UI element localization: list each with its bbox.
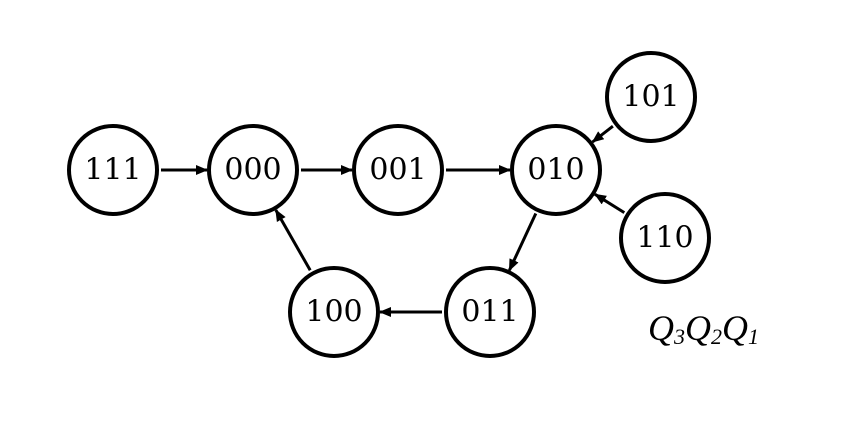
state-circle-101 [605,51,697,143]
q3-symbol: Q [648,308,674,348]
state-label-111: 111 [84,153,141,188]
state-node-001: 001 [352,124,444,216]
state-node-111: 111 [67,124,159,216]
state-circle-010 [510,124,602,216]
state-label-110: 110 [636,221,693,256]
state-node-101: 101 [605,51,697,143]
state-node-000: 000 [207,124,299,216]
q2-subscript: 2 [711,324,722,349]
q1-subscript: 1 [748,324,759,349]
state-node-110: 110 [619,192,711,284]
q1-symbol: Q [722,308,748,348]
state-node-100: 100 [288,266,380,358]
q3-subscript: 3 [673,324,685,349]
q2-symbol: Q [685,308,711,348]
state-circle-000 [207,124,299,216]
state-label-001: 001 [369,153,426,188]
state-label-100: 100 [305,295,362,330]
transitions-layer [161,125,626,317]
state-label-101: 101 [622,80,679,115]
state-circle-001 [352,124,444,216]
state-label-010: 010 [527,153,584,188]
transition-arrow-110-to-010 [594,193,626,214]
states-layer: 111 000 001 010 101 110 011 100 [67,51,711,358]
transition-arrow-010-to-011 [508,212,538,272]
state-variables-label: Q3Q2Q1 [648,308,759,349]
transition-arrow-101-to-010 [591,125,614,144]
state-label-000: 000 [224,153,281,188]
transition-arrow-100-to-000 [274,209,312,272]
state-circle-110 [619,192,711,284]
state-label-011: 011 [461,295,518,330]
state-circle-111 [67,124,159,216]
state-circle-100 [288,266,380,358]
state-node-010: 010 [510,124,602,216]
state-circle-011 [444,266,536,358]
state-node-011: 011 [444,266,536,358]
